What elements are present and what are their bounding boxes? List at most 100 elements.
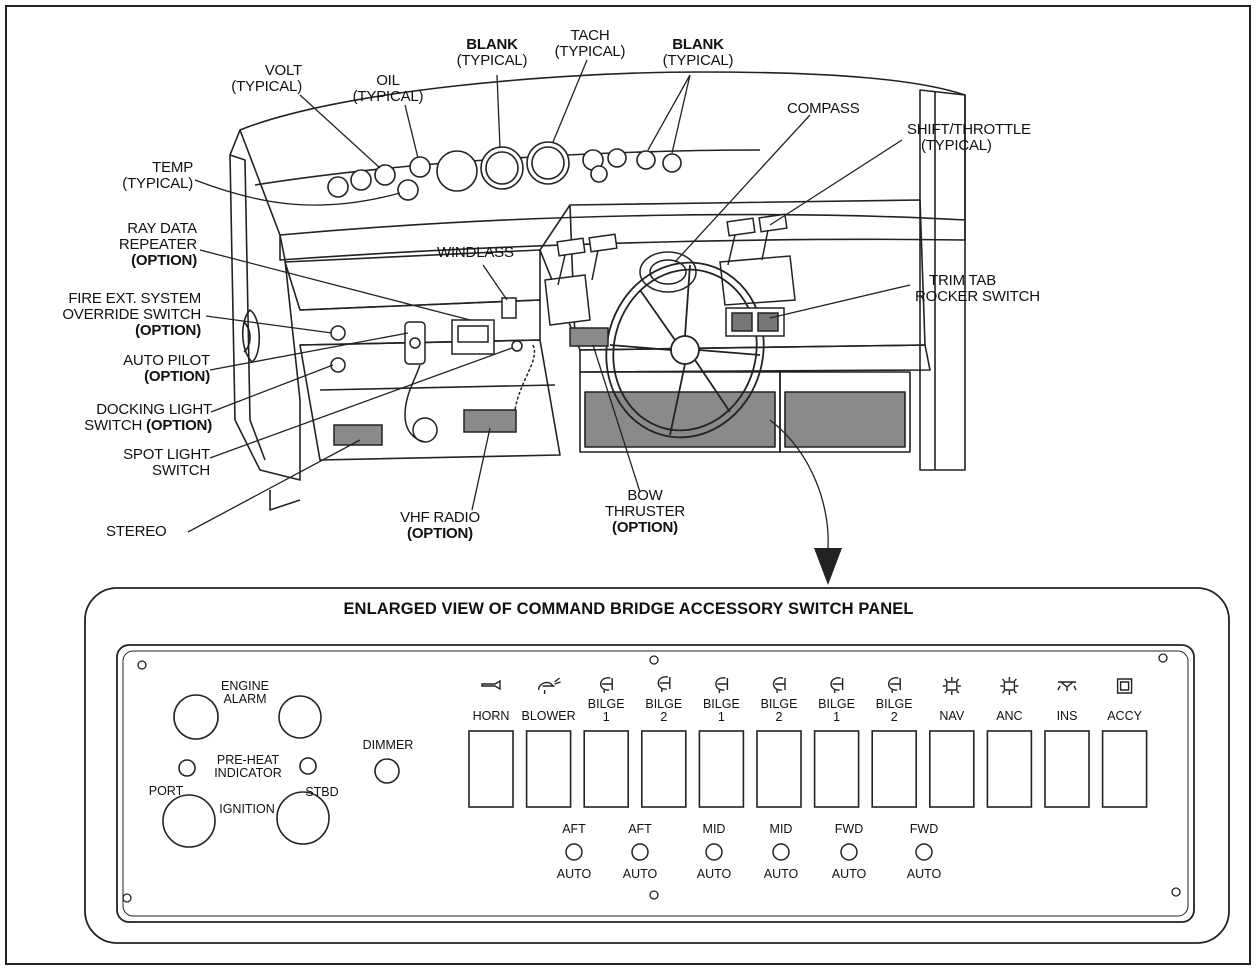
leader-windlass [482,264,508,301]
leader-vhf-radio [471,427,491,511]
enlarged-view-arrow-line [769,419,829,549]
spot-light-switch [511,340,523,352]
rocker-switch[interactable] [756,730,802,808]
ignition-label: IGNITION [219,802,275,816]
rocker-switch[interactable] [1044,730,1090,808]
callout-blank-left: BLANK (TYPICAL) [456,36,528,69]
callout-spot-light: SPOT LIGHT SWITCH [123,446,210,479]
indicator-mode-label: AUTO [622,867,658,881]
bilge-pump-icon [772,677,786,693]
rocker-switch[interactable] [813,730,860,808]
bilge-pump-icon [715,677,729,693]
rocker-switch[interactable] [871,730,918,808]
horn-icon [481,679,501,691]
bilge-pump-icon [600,677,613,693]
panel-plate-inner [122,650,1189,917]
fire-ext-override-switch [330,325,346,341]
indicator-position-label: FWD [909,822,939,836]
indicator-position-label: MID [769,822,793,836]
nav-light-icon [942,677,961,695]
gauge-arch [239,71,966,236]
rocker-switch[interactable] [928,730,975,808]
accessory-icon [1116,678,1133,694]
engine-alarm-stbd [278,695,322,739]
leader-tach [552,59,588,143]
bilge-pump-icon [888,677,901,693]
indicator-position-label: MID [702,822,726,836]
engine-alarm-label: ENGINE ALARM [221,679,269,706]
steering-wheel [605,261,765,439]
large-gauge-1 [436,150,478,192]
blank-gauge-right-2 [662,153,682,173]
rocker-switch[interactable] [986,730,1033,808]
leader-bow-thruster [592,344,641,493]
leader-trim-tab [769,284,911,319]
small-gauge-3 [607,148,627,168]
preheat-indicator-port [178,759,196,777]
panel-outer-frame [84,587,1230,944]
rocker-switch-label: ANC [996,709,1023,723]
indicator-lamp [915,843,933,861]
leader-blank-right-1 [647,74,691,151]
preheat-indicator-label: PRE-HEAT INDICATOR [214,753,282,780]
engine-alarm-port [173,694,219,740]
rocker-switch[interactable] [640,730,687,808]
indicator-mode-label: AUTO [763,867,799,881]
bow-thruster-control [569,327,609,347]
screw [649,655,659,665]
bilge-pump-icon [830,677,844,693]
docking-light-switch [330,357,346,373]
leader-fire-ext [205,315,333,334]
rocker-switch[interactable] [1101,730,1148,808]
screw [1158,653,1168,663]
screw [122,893,132,903]
indicator-mode-label: AUTO [831,867,867,881]
callout-bow-thruster: BOW THRUSTER (OPTION) [604,487,686,536]
instrument-light-icon [1057,681,1077,691]
volt-gauge-1 [374,164,396,186]
leader-temp [194,179,401,206]
callout-fire-ext: FIRE EXT. SYSTEM OVERRIDE SWITCH (OPTION… [62,290,201,339]
blower-icon [537,677,561,694]
rocker-switch[interactable] [698,730,745,808]
indicator-lamp [772,843,790,861]
panel-title: ENLARGED VIEW OF COMMAND BRIDGE ACCESSOR… [343,600,914,618]
rocker-switch-label: HORN [472,709,510,723]
temp-gauge-2 [350,169,372,191]
callout-compass: COMPASS [787,100,860,117]
callout-windlass: WINDLASS [437,244,514,261]
leader-ray-data [199,249,471,321]
rocker-switch-label: NAV [939,709,965,723]
enlarged-view-arrow-head [814,548,842,585]
rocker-switch[interactable] [525,730,572,808]
indicator-lamp [631,843,649,861]
windlass-switch [501,297,517,319]
leader-blank-left [496,74,501,149]
callout-blank-right: BLANK (TYPICAL) [662,36,734,69]
console-right-side [919,89,966,471]
side-grill [241,309,261,363]
callout-ray-data: RAY DATA REPEATER (OPTION) [118,220,197,269]
rocker-switch[interactable] [468,730,514,808]
callout-temp: TEMP (TYPICAL) [122,159,193,192]
rocker-switch-label: INS [1056,709,1078,723]
preheat-indicator-stbd [299,757,317,775]
anchor-light-icon [1000,677,1019,695]
stbd-label: STBD [305,785,339,799]
rocker-switch[interactable] [583,730,630,808]
leader-auto-pilot [209,332,409,371]
callout-stereo: STEREO [106,523,167,540]
temp-gauge-1 [327,176,349,198]
indicator-lamp [840,843,858,861]
indicator-mode-label: AUTO [696,867,732,881]
throttle-left [544,274,591,326]
callout-oil: OIL (TYPICAL) [352,72,424,105]
dimmer-knob [374,758,400,784]
blank-gauge-right-1 [636,150,656,170]
dimmer-label: DIMMER [362,738,414,752]
